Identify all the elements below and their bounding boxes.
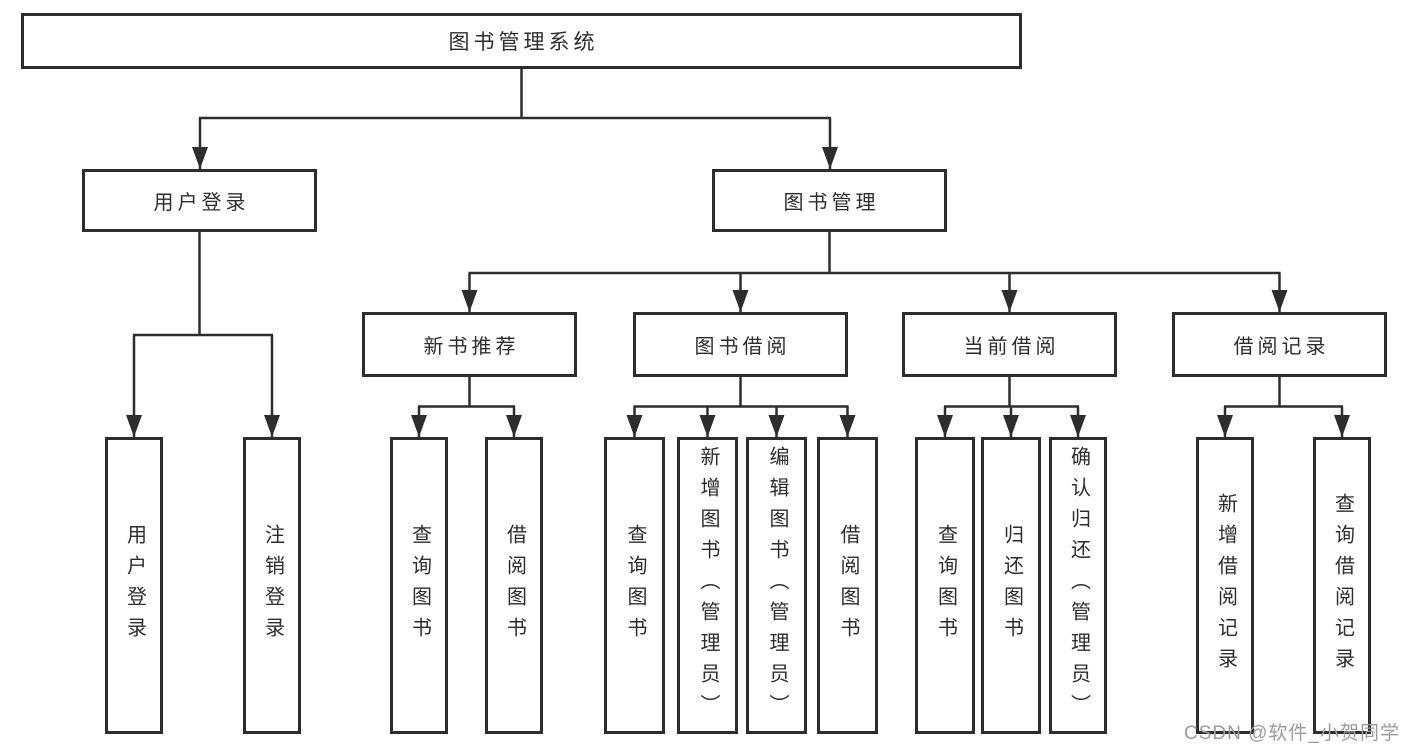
connector-book-management-children bbox=[461, 232, 1288, 312]
node-label: 归还图书 bbox=[1000, 523, 1023, 648]
node-label: 图书管理系统 bbox=[448, 31, 599, 54]
leaf-query-books-current: 查询图书 bbox=[915, 437, 975, 734]
node-label: 借阅图书 bbox=[503, 523, 526, 648]
node-label: 新增借阅记录 bbox=[1214, 492, 1237, 679]
connector-current-borrow-children bbox=[937, 377, 1086, 437]
node-label: 确认归还（管理员） bbox=[1067, 446, 1090, 725]
leaf-logout: 注销登录 bbox=[243, 437, 301, 734]
leaf-return-book: 归还图书 bbox=[981, 437, 1041, 734]
node-borrow-records: 借阅记录 bbox=[1172, 312, 1387, 377]
node-label: 图书管理 bbox=[783, 192, 880, 214]
node-label: 查询图书 bbox=[934, 523, 957, 648]
connector-book-borrow-children bbox=[626, 377, 856, 437]
node-label: 新书推荐 bbox=[423, 336, 520, 358]
leaf-user-login: 用户登录 bbox=[105, 437, 163, 734]
node-book-borrow: 图书借阅 bbox=[633, 312, 848, 377]
node-label: 新增图书（管理员） bbox=[697, 446, 719, 725]
node-current-borrow: 当前借阅 bbox=[902, 312, 1117, 377]
connector-new-book-children bbox=[411, 377, 522, 437]
node-label: 借阅图书 bbox=[837, 523, 859, 648]
node-user-login: 用户登录 bbox=[82, 169, 317, 232]
node-label: 查询图书 bbox=[408, 523, 431, 648]
leaf-borrow-books-recommend: 借阅图书 bbox=[485, 437, 543, 734]
node-label: 注销登录 bbox=[261, 523, 284, 648]
node-label: 查询图书 bbox=[624, 523, 646, 648]
leaf-add-book-admin: 新增图书（管理员） bbox=[677, 437, 738, 734]
node-label: 借阅记录 bbox=[1233, 336, 1330, 358]
connector-root-to-level2 bbox=[192, 69, 838, 169]
node-new-book-recommend: 新书推荐 bbox=[362, 312, 577, 377]
node-book-management: 图书管理 bbox=[712, 169, 947, 232]
connector-user-login-children bbox=[126, 232, 280, 437]
leaf-query-books-recommend: 查询图书 bbox=[390, 437, 448, 734]
node-label: 查询借阅记录 bbox=[1331, 492, 1354, 679]
node-label: 当前借阅 bbox=[963, 336, 1060, 358]
node-label: 图书借阅 bbox=[694, 336, 791, 358]
leaf-edit-book-admin: 编辑图书（管理员） bbox=[746, 437, 807, 734]
leaf-confirm-return-admin: 确认归还（管理员） bbox=[1049, 437, 1107, 734]
leaf-query-books-borrow: 查询图书 bbox=[604, 437, 665, 734]
leaf-add-borrow-record: 新增借阅记录 bbox=[1196, 437, 1254, 734]
connector-borrow-records-children bbox=[1217, 377, 1350, 437]
leaf-borrow-books: 借阅图书 bbox=[817, 437, 878, 734]
node-label: 用户登录 bbox=[153, 192, 250, 214]
watermark: CSDN @软件_小贺同学 bbox=[1184, 723, 1400, 744]
node-label: 用户登录 bbox=[123, 523, 146, 648]
leaf-query-borrow-record: 查询借阅记录 bbox=[1313, 437, 1371, 734]
node-label: 编辑图书（管理员） bbox=[766, 446, 788, 725]
node-root-system: 图书管理系统 bbox=[21, 13, 1022, 69]
